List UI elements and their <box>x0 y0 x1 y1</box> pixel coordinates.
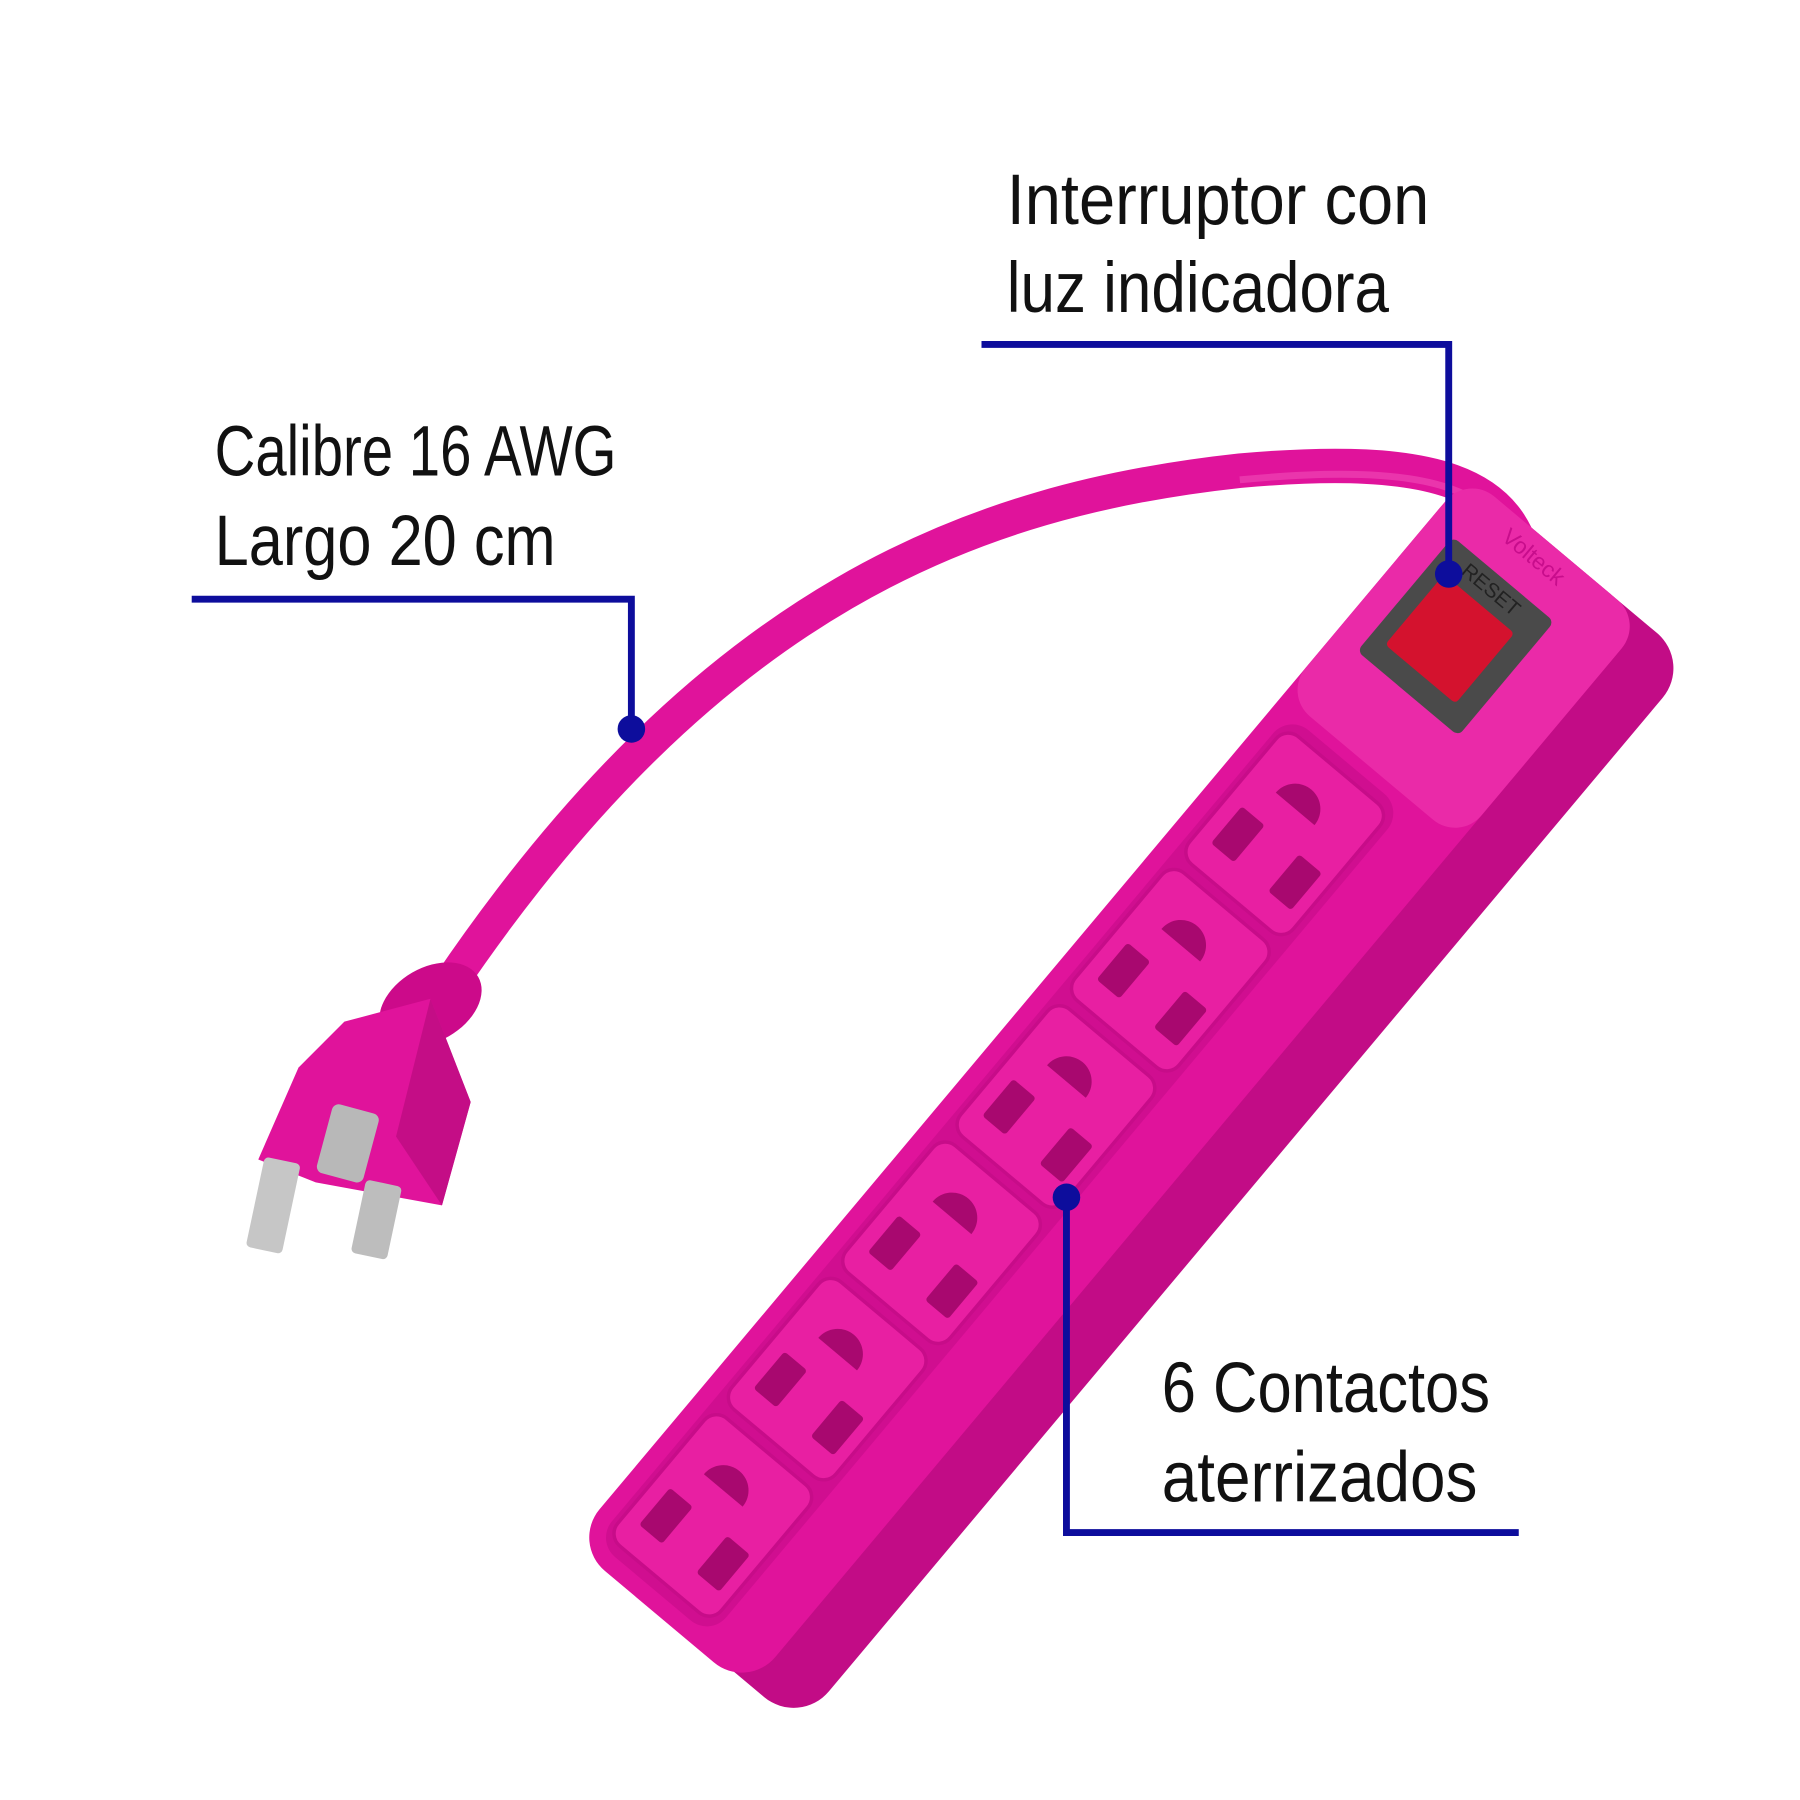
outlet-slot <box>1097 943 1150 998</box>
callout-cable-line1: Calibre 16 AWG <box>215 412 617 491</box>
outlet[interactable] <box>1065 863 1276 1078</box>
power-switch[interactable]: RESET <box>1357 537 1554 736</box>
outlet-ground-hole <box>818 1328 863 1371</box>
callout-cable-line2: Largo 20 cm <box>215 502 556 581</box>
outlet-ground-hole <box>932 1192 978 1235</box>
outlet[interactable] <box>722 1272 933 1487</box>
outlet-slot <box>812 1400 864 1455</box>
outlet[interactable] <box>607 1408 818 1623</box>
outlet-ground-hole <box>1047 1056 1092 1098</box>
outlet[interactable] <box>836 1135 1047 1350</box>
outlets <box>607 727 1390 1623</box>
plug <box>246 962 482 1260</box>
callout-outlets-line2: aterrizados <box>1162 1439 1478 1518</box>
callout-switch: Interruptor con luz indicadora <box>981 161 1463 588</box>
callout-switch-line2: luz indicadora <box>1007 249 1390 328</box>
outlet-slot <box>926 1264 978 1318</box>
callout-outlets: 6 Contactos aterrizados <box>1052 1183 1519 1536</box>
outlet[interactable] <box>951 999 1162 1214</box>
prong <box>351 1180 402 1260</box>
outlet-ground-hole <box>1275 783 1321 826</box>
prong-ground <box>316 1104 379 1183</box>
outlet[interactable] <box>1179 727 1390 942</box>
prong <box>246 1157 300 1254</box>
outlet-slot <box>869 1216 921 1270</box>
outlet-ground-hole <box>1161 919 1207 962</box>
outlet-slot <box>640 1489 692 1543</box>
outlet-slot <box>1155 991 1207 1046</box>
callout-cable: Calibre 16 AWG Largo 20 cm <box>191 412 646 743</box>
outlet-slot <box>697 1537 749 1591</box>
callout-outlets-line1: 6 Contactos <box>1162 1349 1490 1428</box>
outlet-slot <box>983 1080 1035 1134</box>
power-strip: RESET Volteck <box>589 488 1674 1708</box>
outlet-slot <box>1040 1128 1092 1182</box>
callout-switch-line1: Interruptor con <box>1007 161 1429 240</box>
outlet-slot <box>754 1352 806 1407</box>
outlet-slot <box>1269 855 1321 909</box>
outlet-ground-hole <box>703 1465 749 1507</box>
outlet-slot <box>1212 807 1264 861</box>
